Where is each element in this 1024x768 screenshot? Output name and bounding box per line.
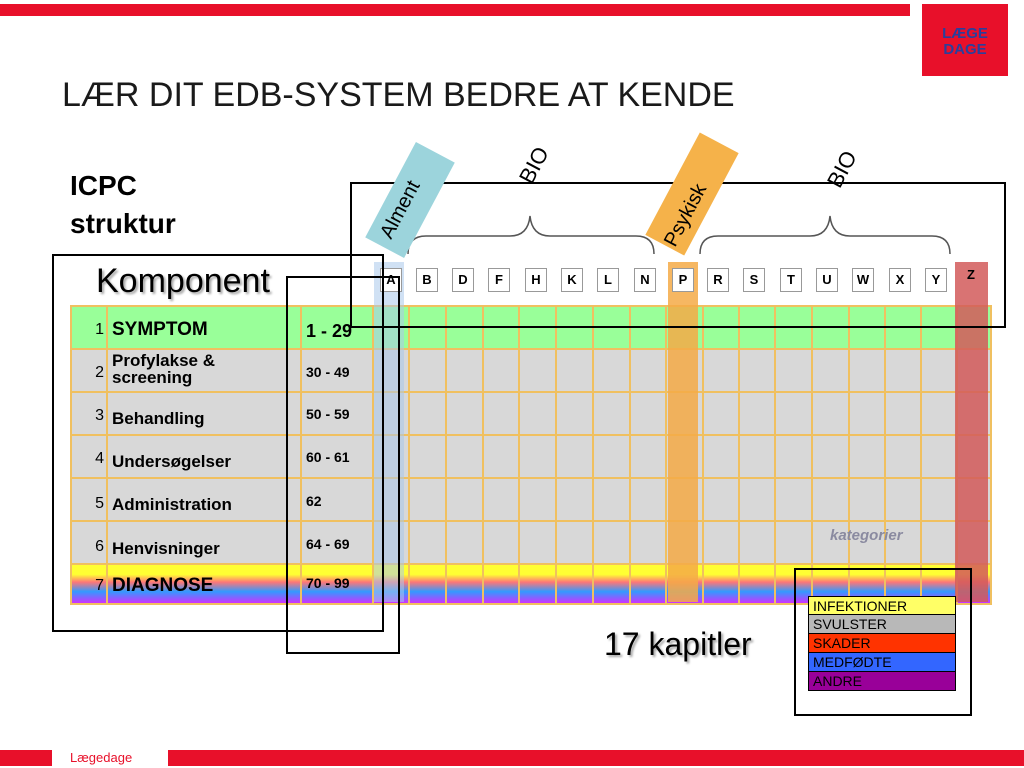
laegedage-logo: LÆGE DAGE [922,4,1008,76]
brace-left [407,215,655,255]
column-header: D [452,268,474,292]
grid-divider [482,307,484,603]
column-highlight-z [955,262,988,602]
grid-divider [372,307,374,603]
top-red-bar [0,4,910,16]
grid-divider [408,307,410,603]
row-number: 6 [95,538,104,555]
row-label: Administration [112,495,232,514]
column-header: R [707,268,729,292]
row-range: 64 - 69 [306,536,350,552]
brace-right [699,215,951,255]
icpc-grid: 1 SYMPTOM 1 - 29 2 Profylakse & screenin… [70,305,992,605]
legend-item: SVULSTER [808,615,956,634]
row-label: SYMPTOM [112,319,208,340]
grid-divider [300,307,302,603]
legend-item: SKADER [808,634,956,653]
outline-box-komponent [52,254,384,632]
subtitle-icpc: ICPC [70,170,137,201]
row-label: Profylakse & screening [112,351,215,387]
kapitler-label: 17 kapitler [604,626,752,662]
row-label: Undersøgelser [112,452,232,471]
legend-item: ANDRE [808,672,956,691]
grid-row: 1 SYMPTOM 1 - 29 [72,307,990,350]
grid-divider [106,307,108,603]
grid-divider [445,307,447,603]
grid-divider [920,307,922,603]
column-header: K [561,268,583,292]
grid-divider [592,307,594,603]
column-header: Z [967,267,975,282]
kategorier-label: kategorier [830,527,903,544]
grid-divider [774,307,776,603]
grid-divider [555,307,557,603]
grid-divider [518,307,520,603]
grid-divider [738,307,740,603]
row-range: 70 - 99 [306,575,350,591]
legend-item: INFEKTIONER [808,596,956,615]
grid-divider [629,307,631,603]
column-header: B [416,268,438,292]
slide-title: LÆR DIT EDB-SYSTEM BEDRE AT KENDE [62,76,735,114]
row-number: 1 [95,321,104,338]
row-range: 62 [306,493,322,509]
column-header: H [525,268,547,292]
grid-divider [884,307,886,603]
komponent-label: Komponent [96,262,270,300]
row-label: Behandling [112,409,205,428]
logo-line-2: DAGE [943,41,987,58]
grid-row: 3 Behandling 50 - 59 [72,393,990,436]
row-number: 2 [95,364,104,381]
row-range: 50 - 59 [306,406,350,422]
row-label: Henvisninger [112,539,220,558]
footer-bar-right [168,750,1024,766]
column-header: Y [925,268,947,292]
legend-item: MEDFØDTE [808,653,956,672]
grid-divider [665,307,667,603]
grid-row: 2 Profylakse & screening 30 - 49 [72,350,990,393]
grid-row: 4 Undersøgelser 60 - 61 [72,436,990,479]
column-header: F [488,268,510,292]
outline-box-legend [794,568,972,716]
column-header: X [889,268,911,292]
column-header: U [816,268,838,292]
column-header: W [852,268,874,292]
logo-line-1: LÆGE [942,25,988,42]
row-number: 3 [95,407,104,424]
row-range: 1 - 29 [306,321,353,341]
column-header: A [380,268,402,292]
row-range: 30 - 49 [306,364,350,380]
column-header: N [634,268,656,292]
column-highlight-p [668,262,698,602]
almen-tag: Alment [365,136,455,259]
column-header: L [597,268,619,292]
grid-divider [702,307,704,603]
row-number: 5 [95,495,104,512]
grid-row: 5 Administration 62 [72,479,990,522]
row-number: 4 [95,450,104,467]
grid-divider [811,307,813,603]
column-header: P [672,268,694,292]
row-label: DIAGNOSE [112,575,214,596]
footer-text: Lægedage [70,750,133,765]
subtitle-struktur: struktur [70,208,176,239]
grid-row: 6 Henvisninger 64 - 69 [72,522,990,565]
outline-box-range [286,276,400,654]
psykisk-tag: Psykisk [645,130,739,256]
row-range: 60 - 61 [306,449,350,465]
brace-graphics [407,215,951,255]
footer-bar-left [0,750,52,766]
grid-divider [848,307,850,603]
column-header: S [743,268,765,292]
column-header: T [780,268,802,292]
category-legend: INFEKTIONER SVULSTER SKADER MEDFØDTE AND… [808,596,956,691]
row-number: 7 [95,577,104,594]
